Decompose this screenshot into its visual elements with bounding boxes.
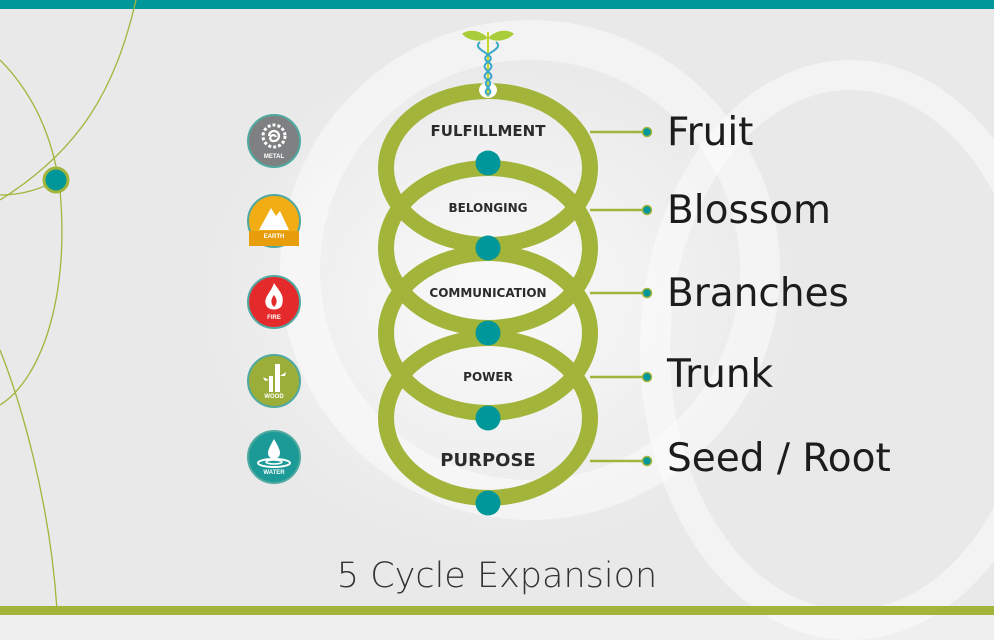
diagram-title: 5 Cycle Expansion xyxy=(336,556,658,596)
stage-label-blossom: Blossom xyxy=(667,188,831,233)
cycle-label-power: POWER xyxy=(463,370,513,384)
connector-lines xyxy=(590,130,646,463)
wood-icon: WOOD xyxy=(247,354,301,408)
cycle-label-purpose: PURPOSE xyxy=(440,450,536,471)
cycle-label-belonging: BELONGING xyxy=(448,201,528,215)
cycle-label-communication: COMMUNICATION xyxy=(429,286,547,300)
stage-label-branches: Branches xyxy=(667,271,849,316)
element-label: EARTH xyxy=(263,234,285,240)
water-drop-icon xyxy=(257,439,291,468)
cycle-dots xyxy=(475,150,501,516)
stage-label-fruit: Fruit xyxy=(667,110,754,155)
element-label: METAL xyxy=(263,154,285,160)
connector-dots xyxy=(641,126,653,467)
stage-label-trunk: Trunk xyxy=(667,352,774,397)
fire-icon: FIRE xyxy=(247,275,301,329)
element-label: FIRE xyxy=(267,315,281,321)
element-label: WATER xyxy=(263,470,285,476)
decorative-node xyxy=(42,166,70,194)
earth-icon: EARTH xyxy=(247,194,301,248)
header-bar xyxy=(0,0,994,9)
element-label: WOOD xyxy=(264,394,284,400)
cycle-label-fulfillment: FULFILLMENT xyxy=(430,122,546,140)
stage-label-seed-root: Seed / Root xyxy=(667,436,891,481)
bamboo-icon xyxy=(263,364,286,392)
footer-bar xyxy=(0,606,994,615)
water-icon: WATER xyxy=(247,430,301,484)
flame-icon xyxy=(265,283,283,310)
diagram-graphics xyxy=(0,0,653,611)
metal-icon: METAL xyxy=(247,114,301,168)
caduceus-with-leaves-icon xyxy=(462,30,514,98)
decorative-arcs xyxy=(0,0,137,611)
spiral-sun-icon xyxy=(261,123,287,149)
mountain-icon xyxy=(249,208,299,246)
